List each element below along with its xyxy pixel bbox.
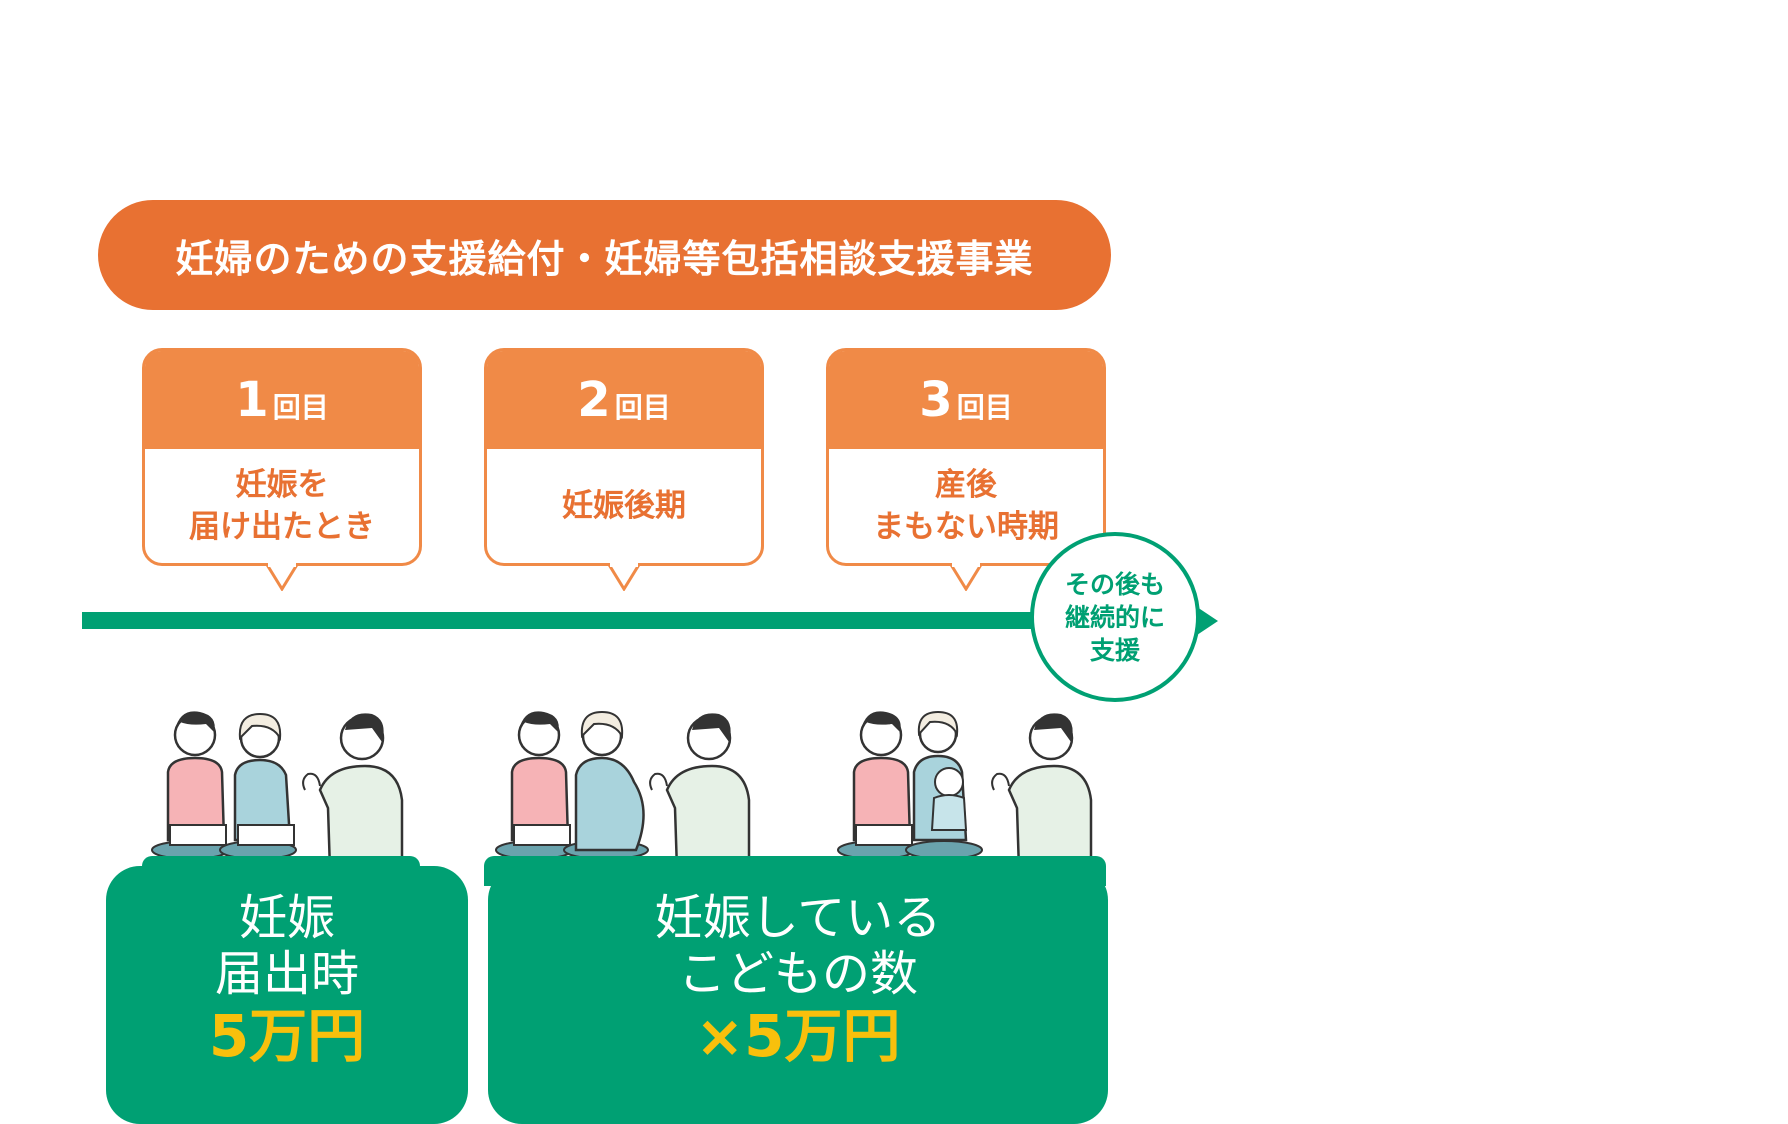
step-description-line: 産後	[935, 467, 997, 503]
continuous-support-circle: その後も 継続的に 支援	[1030, 532, 1200, 702]
step-description-line: まもない時期	[873, 509, 1059, 545]
step-description-line: 妊娠を	[235, 467, 329, 503]
step-description-line: 届け出たとき	[189, 509, 375, 545]
payment-card-1: 妊娠 届出時 5万円	[106, 866, 468, 1124]
step-number: 1	[235, 372, 269, 428]
step-description-1: 妊娠を 届け出たとき	[145, 449, 419, 563]
step-header-2: 2 回目	[487, 351, 761, 449]
payment-card-2: 妊娠している こどもの数 ×5万円	[488, 866, 1108, 1124]
continuous-support-line: 継続的に	[1064, 602, 1165, 632]
step-number: 2	[577, 372, 611, 428]
payment-label-line: 届出時	[214, 946, 359, 1002]
step-bubble-1: 1 回目 妊娠を 届け出たとき	[142, 348, 422, 591]
couple-with-baby-consultation-icon	[837, 710, 1093, 870]
step-suffix: 回目	[272, 391, 329, 424]
step-description-3: 産後 まもない時期	[829, 449, 1103, 563]
timeline-line	[82, 612, 1192, 629]
payment-label-line: 妊娠	[238, 890, 335, 946]
continuous-support-line: 支援	[1089, 635, 1140, 665]
program-title: 妊婦のための支援給付・妊婦等包括相談支援事業	[175, 236, 1034, 281]
payment-label-line: 妊娠している	[654, 890, 942, 946]
program-title-banner: 妊婦のための支援給付・妊婦等包括相談支援事業	[98, 200, 1111, 310]
step-bubble-3: 3 回目 産後 まもない時期	[826, 348, 1106, 591]
bubble-pointer-icon	[608, 563, 640, 591]
step-bubble-2: 2 回目 妊娠後期	[484, 348, 764, 591]
step-description-line: 妊娠後期	[562, 488, 686, 524]
bubble-pointer-icon	[950, 563, 982, 591]
continuous-support-line: その後も	[1064, 569, 1165, 599]
payment-amount: 5万円	[208, 1002, 366, 1070]
step-header-1: 1 回目	[145, 351, 419, 449]
payment-amount: ×5万円	[695, 1002, 901, 1070]
step-description-2: 妊娠後期	[487, 449, 761, 563]
bubble-pointer-icon	[266, 563, 298, 591]
step-suffix: 回目	[956, 391, 1013, 424]
step-suffix: 回目	[614, 391, 671, 424]
payment-label-line: こどもの数	[677, 946, 918, 1002]
pregnant-couple-consultation-icon	[495, 710, 751, 870]
couple-consultation-icon	[151, 711, 404, 870]
step-header-3: 3 回目	[829, 351, 1103, 449]
step-number: 3	[919, 372, 953, 428]
